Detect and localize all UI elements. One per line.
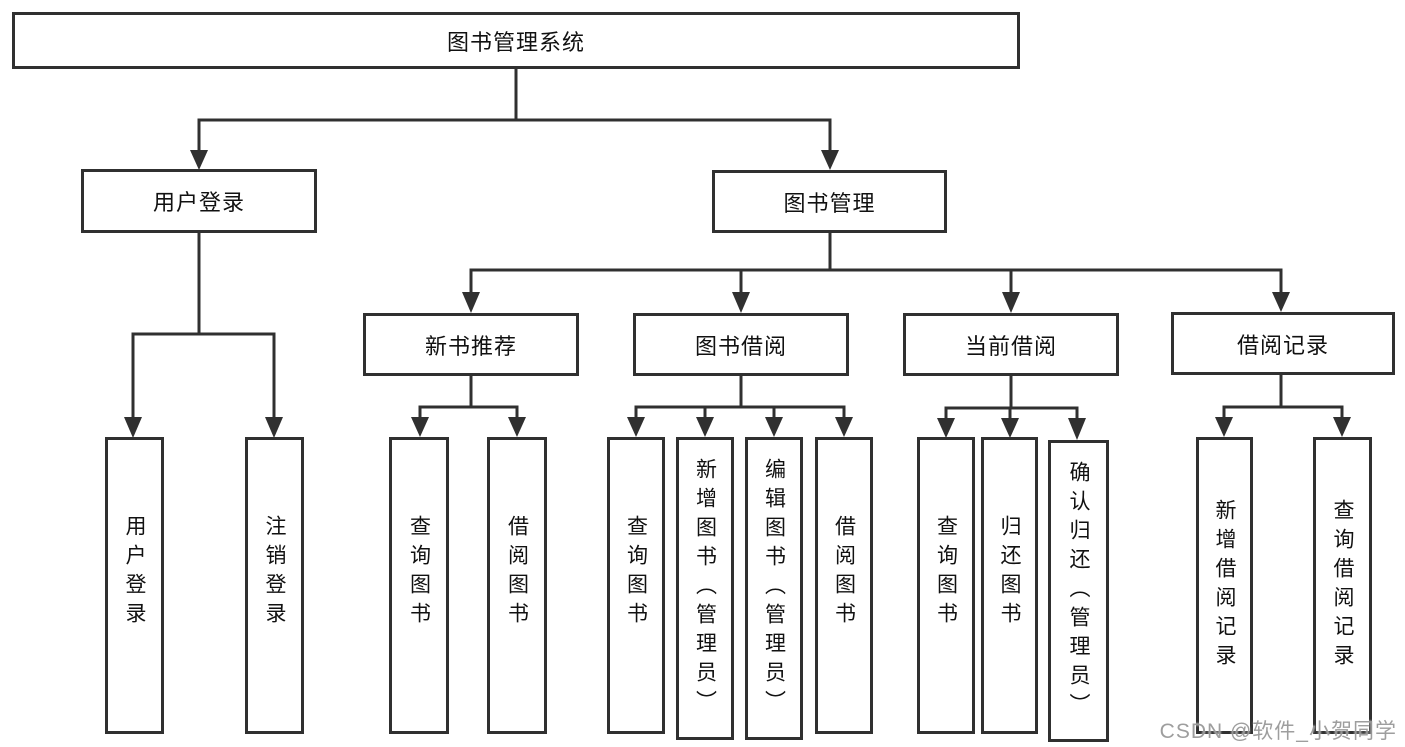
arrow-down-icon [411,417,429,437]
node-user-login: 用户登录 [81,169,317,233]
arrow-down-icon [821,150,839,170]
leaf-add-book-admin: 新增图书（管理员） [676,437,734,740]
leaf-logout-label: 注销登录 [263,514,286,631]
leaf-edit-book-admin: 编辑图书（管理员） [745,437,803,740]
leaf-add-borrow-record-label: 新增借阅记录 [1213,498,1236,673]
connector-current-to-leaves [944,376,1079,420]
connector-records-to-leaves [1222,375,1344,419]
node-current-borrow-label: 当前借阅 [964,333,1057,359]
node-book-management: 图书管理 [712,170,947,233]
node-book-borrow-label: 图书借阅 [694,333,787,359]
arrow-down-icon [1068,418,1086,440]
leaf-return-book: 归还图书 [981,437,1038,734]
arrow-down-icon [696,417,714,437]
leaf-confirm-return-admin-label: 确认归还（管理员） [1067,460,1090,722]
leaf-borrow-book-2: 借阅图书 [815,437,873,734]
leaf-add-book-admin-label: 新增图书（管理员） [693,458,717,719]
connector-bookmgmt-to-level3 [469,233,1283,294]
node-borrow-records-label: 借阅记录 [1236,332,1329,358]
arrow-down-icon [937,418,955,438]
leaf-borrow-book-2-label: 借阅图书 [832,514,856,631]
node-new-book-recommend-label: 新书推荐 [424,333,517,359]
node-book-borrow: 图书借阅 [633,313,849,376]
arrow-down-icon [765,417,783,437]
node-current-borrow: 当前借阅 [903,313,1119,376]
leaf-query-borrow-record-label: 查询借阅记录 [1331,498,1354,673]
node-book-management-label: 图书管理 [783,190,876,216]
arrow-down-icon [1272,292,1290,312]
leaf-query-book-2-label: 查询图书 [624,514,648,631]
arrow-down-icon [1333,417,1351,437]
leaf-query-book-3: 查询图书 [917,437,975,734]
arrow-down-icon [627,417,645,437]
connector-userlogin-to-leaves [131,232,276,418]
leaf-return-book-label: 归还图书 [998,514,1021,631]
leaf-query-book-1: 查询图书 [389,437,449,734]
leaf-query-book-3-label: 查询图书 [934,514,958,631]
node-root-label: 图书管理系统 [446,29,585,55]
node-user-login-label: 用户登录 [152,190,245,215]
csdn-watermark: CSDN @软件_小贺同学 [1159,720,1397,743]
leaf-borrow-book-1-label: 借阅图书 [505,514,529,631]
leaf-user-login: 用户登录 [105,437,164,734]
arrow-down-icon [265,417,283,438]
leaf-logout: 注销登录 [245,437,304,734]
arrow-down-icon [508,417,526,437]
leaf-query-book-1-label: 查询图书 [407,514,431,631]
connector-root-to-level2 [197,68,832,152]
connector-borrow-to-leaves [634,376,846,419]
arrow-down-icon [1002,292,1020,313]
node-root: 图书管理系统 [12,12,1020,69]
arrow-down-icon [462,292,480,313]
leaf-edit-book-admin-label: 编辑图书（管理员） [762,458,786,719]
leaf-confirm-return-admin: 确认归还（管理员） [1048,440,1109,742]
arrow-down-icon [1215,417,1233,437]
leaf-query-borrow-record: 查询借阅记录 [1313,437,1372,734]
arrow-down-icon [835,417,853,437]
leaf-query-book-2: 查询图书 [607,437,665,734]
leaf-add-borrow-record: 新增借阅记录 [1196,437,1253,734]
arrow-down-icon [124,417,142,438]
arrow-down-icon [1001,418,1019,438]
node-borrow-records: 借阅记录 [1171,312,1395,375]
arrow-down-icon [732,292,750,313]
arrow-down-icon [190,150,208,170]
connector-recommend-to-leaves [418,376,519,419]
leaf-user-login-label: 用户登录 [123,514,146,631]
node-new-book-recommend: 新书推荐 [363,313,579,376]
leaf-borrow-book-1: 借阅图书 [487,437,547,734]
